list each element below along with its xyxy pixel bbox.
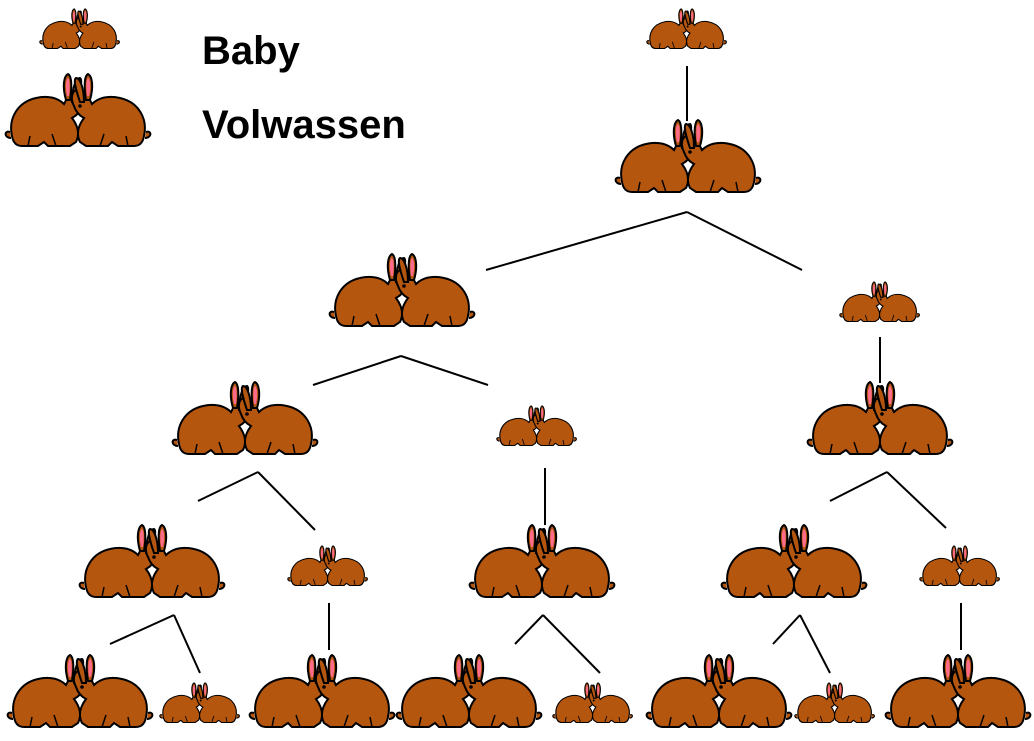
baby-rabbit-pair-icon (920, 546, 1000, 586)
adult-rabbit-pair-icon (330, 254, 475, 326)
baby-rabbit-pair-icon (160, 683, 240, 723)
legend-adult-label: Volwassen (202, 103, 406, 147)
tree-nodes (8, 9, 1031, 727)
legend-baby-label: Baby (202, 29, 301, 73)
edge (174, 615, 200, 673)
adult-rabbit-pair-icon (616, 120, 761, 192)
baby-rabbit-pair-icon (553, 683, 633, 723)
edge (401, 356, 488, 385)
adult-rabbit-pair-icon (722, 525, 867, 597)
adult-rabbit-pair-icon (6, 74, 151, 146)
edge (110, 615, 174, 644)
baby-rabbit-pair-icon (840, 282, 920, 322)
edge (515, 615, 543, 644)
edge (258, 472, 315, 530)
baby-rabbit-pair-icon (497, 406, 577, 446)
adult-rabbit-pair-icon (886, 655, 1031, 727)
edge (687, 212, 802, 270)
baby-rabbit-pair-icon (288, 546, 368, 586)
baby-rabbit-pair-icon (40, 9, 120, 49)
edge (830, 472, 887, 501)
baby-rabbit-pair-icon (795, 683, 875, 723)
edge (543, 615, 600, 673)
adult-rabbit-pair-icon (80, 525, 225, 597)
adult-rabbit-pair-icon (808, 382, 953, 454)
baby-rabbit-pair-icon (647, 9, 727, 49)
adult-rabbit-pair-icon (397, 655, 542, 727)
edge (486, 212, 687, 270)
edge (887, 472, 946, 528)
edge (198, 472, 258, 501)
adult-rabbit-pair-icon (250, 655, 395, 727)
legend: Baby Volwassen (6, 9, 406, 147)
edge (313, 356, 401, 385)
adult-rabbit-pair-icon (8, 655, 153, 727)
adult-rabbit-pair-icon (470, 525, 615, 597)
adult-rabbit-pair-icon (173, 382, 318, 454)
edge (800, 615, 830, 673)
edge (773, 615, 800, 644)
adult-rabbit-pair-icon (647, 655, 792, 727)
